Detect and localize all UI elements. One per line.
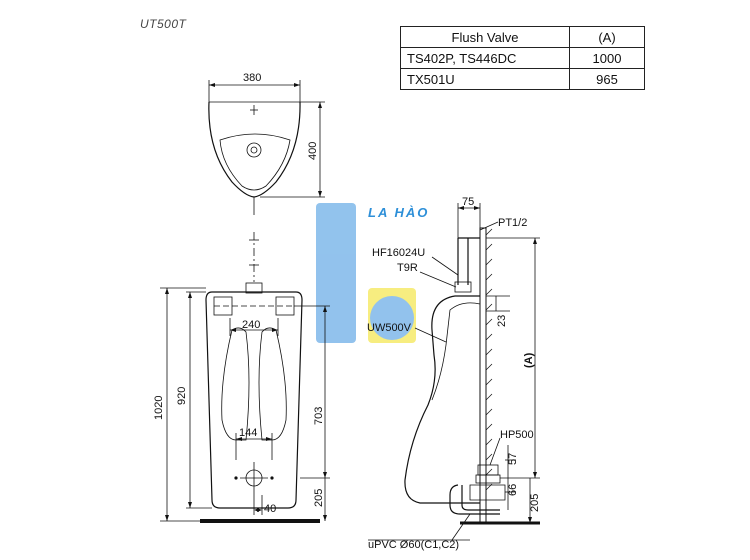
watermark-logo xyxy=(316,203,416,343)
top-width-label: 380 xyxy=(243,72,261,84)
front-outlet-offset: 40 xyxy=(264,503,276,515)
side-drain-label: uPVC Ø60(C1,C2) xyxy=(368,539,459,551)
side-pipe-thread: PT1/2 xyxy=(498,217,527,229)
table-row: TX501U 965 xyxy=(400,68,645,90)
front-bracket-height: 703 xyxy=(313,407,325,425)
front-floor-to-outlet: 205 xyxy=(313,489,325,507)
side-dim-57: 57 xyxy=(507,453,519,465)
table-cell-a: 965 xyxy=(569,68,645,90)
top-depth-label: 400 xyxy=(307,142,319,160)
side-part-hf: HF16024U xyxy=(372,247,425,259)
model-number: UT500T xyxy=(140,17,187,31)
watermark-text: LA HÀO xyxy=(368,205,430,220)
front-view: 240 144 40 1020 xyxy=(153,232,330,523)
front-body-height: 920 xyxy=(176,387,188,405)
side-part-t9r: T9R xyxy=(397,262,418,274)
side-wall xyxy=(479,227,487,524)
table-header-row: Flush Valve (A) xyxy=(400,26,645,48)
side-dim-205: 205 xyxy=(529,494,541,512)
side-offset-top: 75 xyxy=(462,196,474,208)
front-inlet-spacing: 240 xyxy=(242,319,260,331)
table-row: TS402P, TS446DC 1000 xyxy=(400,47,645,69)
table-cell-valve: TX501U xyxy=(400,68,570,90)
flush-valve-table: Flush Valve (A) TS402P, TS446DC 1000 TX5… xyxy=(400,26,645,90)
front-total-height: 1020 xyxy=(153,396,165,420)
side-dim-23: 23 xyxy=(496,315,508,327)
side-part-hp: HP500 xyxy=(500,429,534,441)
watermark-bar-blue xyxy=(316,203,356,343)
watermark-circle xyxy=(370,296,414,340)
front-outlet-spacing: 144 xyxy=(239,427,257,439)
table-cell-valve: TS402P, TS446DC xyxy=(400,47,570,69)
side-dim-a: (A) xyxy=(523,352,535,368)
top-view: 380 400 xyxy=(208,72,325,215)
table-header-a: (A) xyxy=(569,26,645,48)
side-view: PT1/2 75 HF16024U T9R UW500V 23 xyxy=(367,196,541,551)
side-part-uw: UW500V xyxy=(367,322,412,334)
side-dim-66: 66 xyxy=(507,484,519,496)
